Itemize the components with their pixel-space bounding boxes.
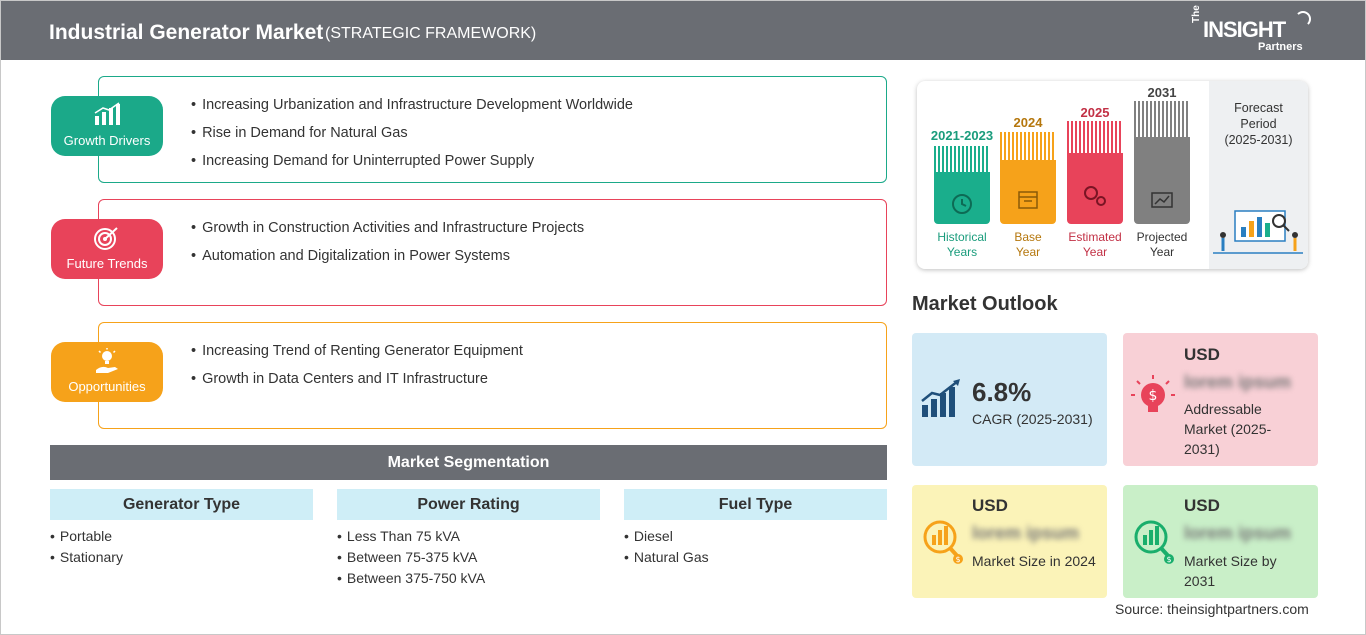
list-item: Between 375-750 kVA [337, 569, 600, 590]
list-item: Less Than 75 kVA [337, 527, 600, 548]
size2031-label: Market Size by 2031 [1184, 553, 1277, 589]
bar-stripes [934, 146, 990, 172]
forecast-period-panel: Forecast Period (2025-2031) [1209, 81, 1308, 269]
forecast-label: Forecast Period [1234, 101, 1283, 131]
bar-year: 2024 [1013, 115, 1043, 130]
logo-brand: INSIGHT [1203, 17, 1286, 42]
bar-body [1000, 160, 1056, 224]
source-credit: Source: theinsightpartners.com [1115, 601, 1309, 617]
header-bar: Industrial Generator Market (STRATEGIC F… [1, 1, 1365, 60]
badge-label: Opportunities [68, 379, 146, 394]
growth-drivers-list: Increasing Urbanization and Infrastructu… [191, 96, 633, 180]
opportunities-card: Increasing Trend of Renting Generator Eq… [98, 322, 887, 429]
future-trends-badge: Future Trends [51, 219, 163, 279]
addressable-value-blurred: lorem ipsum [1184, 372, 1292, 392]
target-icon [94, 227, 118, 250]
list-item: Growth in Construction Activities and In… [191, 219, 584, 247]
calendar-icon [1018, 191, 1038, 209]
list-item: Stationary [50, 548, 313, 569]
growth-magnifier-icon: $ [1134, 520, 1174, 564]
market-size-2024-box: $ USD lorem ipsum Market Size in 2024 [912, 485, 1107, 598]
future-trends-card: Growth in Construction Activities and In… [98, 199, 887, 306]
bar-caption: Base Year [1014, 230, 1042, 259]
segment-generator-type: Generator Type Portable Stationary [50, 489, 313, 569]
segment-title: Power Rating [337, 489, 600, 520]
list-item: Growth in Data Centers and IT Infrastruc… [191, 370, 523, 398]
size2031-value-blurred: lorem ipsum [1184, 523, 1292, 543]
money-bulb-icon: $ [1131, 375, 1175, 412]
size2031-currency: USD [1184, 496, 1220, 515]
list-item: Rise in Demand for Natural Gas [191, 124, 633, 152]
svg-text:$: $ [955, 555, 960, 564]
growth-drivers-badge: Growth Drivers [51, 96, 163, 156]
page-subtitle: (STRATEGIC FRAMEWORK) [325, 25, 537, 42]
bar-caption: Projected Year [1136, 230, 1188, 259]
addressable-label: Addressable Market (2025-2031) [1184, 401, 1272, 457]
bar-body [1067, 153, 1123, 224]
badge-label: Growth Drivers [63, 133, 151, 148]
future-trends-list: Growth in Construction Activities and In… [191, 219, 584, 275]
list-item: Increasing Demand for Uninterrupted Powe… [191, 152, 633, 180]
logo-the: The [1191, 5, 1202, 23]
growth-drivers-card: Increasing Urbanization and Infrastructu… [98, 76, 887, 183]
bar-year: 2025 [1080, 105, 1110, 120]
segment-title: Generator Type [50, 489, 313, 520]
bar-caption: Historical Years [937, 230, 987, 259]
hand-bulb-icon [96, 348, 118, 373]
market-size-2031-box: $ USD lorem ipsum Market Size by 2031 [1123, 485, 1318, 598]
analytics-people-icon [1213, 210, 1303, 254]
bar-stripes [1134, 101, 1190, 137]
bar-stripes [1067, 121, 1123, 153]
size2024-value-blurred: lorem ipsum [972, 523, 1080, 543]
market-outlook-title: Market Outlook [912, 293, 1058, 315]
badge-label: Future Trends [66, 256, 148, 271]
list-item: Increasing Urbanization and Infrastructu… [191, 96, 633, 124]
opportunities-list: Increasing Trend of Renting Generator Eq… [191, 342, 523, 398]
cagr-box: 6.8% CAGR (2025-2031) [912, 333, 1107, 466]
bar-chart-icon [94, 102, 120, 125]
addressable-currency: USD [1184, 345, 1220, 364]
gears-icon [1084, 186, 1106, 206]
list-item: Between 75-375 kVA [337, 548, 600, 569]
forecast-range: (2025-2031) [1224, 133, 1293, 147]
bar-caption: Estimated Year [1068, 230, 1122, 259]
cagr-label: CAGR (2025-2031) [972, 411, 1093, 427]
svg-text:$: $ [1166, 555, 1171, 564]
presentation-icon [1151, 192, 1173, 208]
page-title: Industrial Generator Market [49, 21, 324, 44]
list-item: Portable [50, 527, 313, 548]
size2024-currency: USD [972, 496, 1008, 515]
bar-year: 2031 [1147, 85, 1177, 100]
history-icon [952, 194, 972, 214]
money-chart-icon: $ [923, 520, 963, 564]
list-item: Automation and Digitalization in Power S… [191, 247, 584, 275]
segment-title: Fuel Type [624, 489, 887, 520]
bar-stripes [1000, 132, 1056, 160]
bar-body [1134, 137, 1190, 224]
segmentation-header: Market Segmentation [50, 445, 887, 480]
segment-fuel-type: Fuel Type Diesel Natural Gas [624, 489, 887, 569]
growth-chart-icon [921, 379, 960, 417]
bar-body [934, 172, 990, 224]
list-item: Diesel [624, 527, 887, 548]
svg-text:$: $ [1149, 388, 1158, 404]
logo-partners: Partners [1258, 41, 1303, 53]
bar-year: 2021-2023 [930, 128, 994, 143]
addressable-market-box: $ USD lorem ipsum Addressable Market (20… [1123, 333, 1318, 466]
list-item: Natural Gas [624, 548, 887, 569]
cagr-value: 6.8% [972, 377, 1032, 407]
insight-partners-logo: The INSIGHT Partners [1191, 5, 1321, 55]
logo-arc-icon [1295, 11, 1311, 27]
list-item: Increasing Trend of Renting Generator Eq… [191, 342, 523, 370]
size2024-label: Market Size in 2024 [972, 553, 1096, 569]
segment-power-rating: Power Rating Less Than 75 kVA Between 75… [337, 489, 600, 590]
opportunities-badge: Opportunities [51, 342, 163, 402]
